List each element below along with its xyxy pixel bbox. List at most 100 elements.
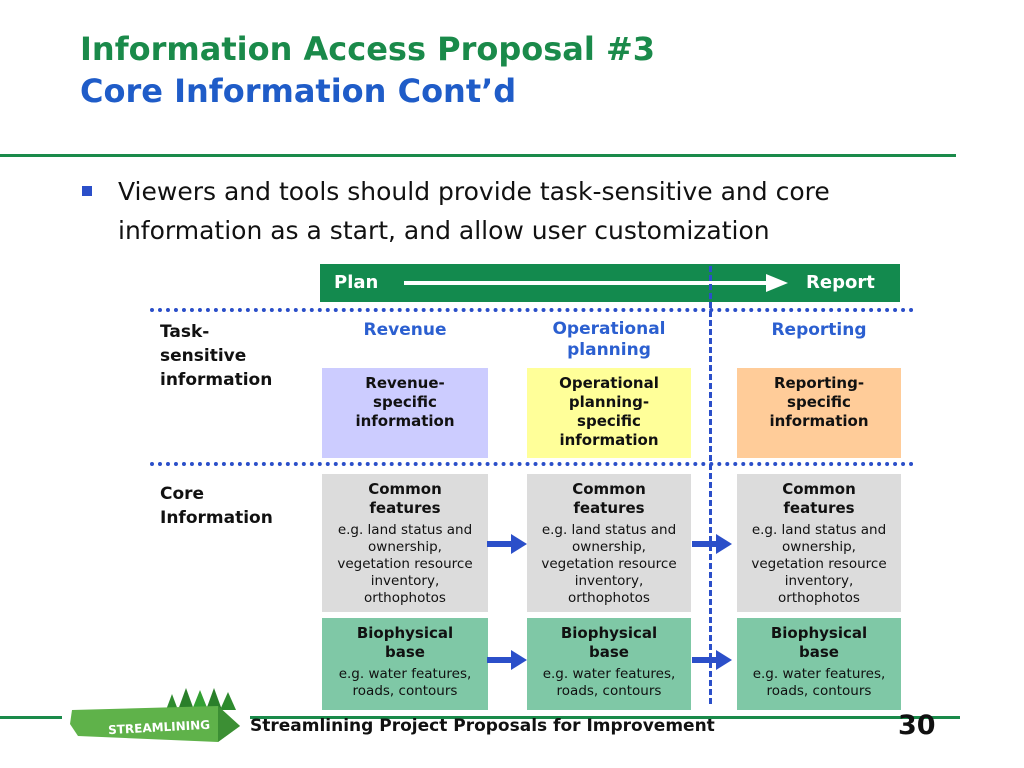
column-heading-revenue: Revenue bbox=[322, 320, 488, 341]
box-line: roads, contours bbox=[352, 683, 458, 699]
box-detail: e.g. water features,roads, contours bbox=[527, 666, 691, 700]
box-line: features bbox=[573, 499, 645, 517]
title-divider bbox=[0, 154, 956, 157]
logo-text: STREAMLINING bbox=[108, 718, 211, 737]
flow-end-label: Report bbox=[806, 272, 875, 293]
bullet-text: Viewers and tools should provide task-se… bbox=[118, 177, 830, 245]
task-box-reporting: Reporting- specific information bbox=[737, 368, 901, 458]
page-number: 30 bbox=[898, 710, 936, 741]
box-line: features bbox=[369, 499, 441, 517]
box-line: information bbox=[355, 412, 455, 430]
box-line: e.g. land status and bbox=[541, 522, 677, 538]
row-label-core: Core Information bbox=[160, 482, 273, 530]
box-line: inventory, bbox=[574, 573, 644, 589]
box-line: base bbox=[799, 643, 839, 661]
task-box-revenue: Revenue- specific information bbox=[322, 368, 488, 458]
row-separator-top bbox=[150, 308, 914, 312]
box-line: ownership, bbox=[368, 539, 442, 555]
box-line: vegetation resource bbox=[337, 556, 473, 572]
box-line: Common bbox=[572, 480, 646, 498]
box-line: specific bbox=[787, 393, 851, 411]
box-detail: e.g. water features,roads, contours bbox=[737, 666, 901, 700]
box-line: e.g. land status and bbox=[751, 522, 887, 538]
box-line: information bbox=[559, 431, 659, 449]
right-arrow-icon bbox=[692, 534, 732, 554]
row-separator-middle bbox=[150, 462, 914, 466]
task-box-text: Operational planning- specific informati… bbox=[527, 368, 691, 450]
box-detail: e.g. water features,roads, contours bbox=[322, 666, 488, 700]
row-label-line: sensitive bbox=[160, 346, 247, 366]
box-line: Revenue- bbox=[365, 374, 445, 392]
box-line: Reporting- bbox=[773, 374, 865, 392]
box-line: roads, contours bbox=[556, 683, 662, 699]
box-line: orthophotos bbox=[568, 590, 650, 606]
box-line: features bbox=[783, 499, 855, 517]
streamlining-logo: STREAMLINING bbox=[70, 688, 240, 742]
footer-divider-right bbox=[250, 716, 960, 719]
box-line: roads, contours bbox=[766, 683, 872, 699]
box-line: vegetation resource bbox=[751, 556, 887, 572]
flow-arrow-icon bbox=[404, 274, 788, 292]
right-arrow-icon bbox=[487, 650, 527, 670]
box-line: inventory, bbox=[370, 573, 440, 589]
box-line: vegetation resource bbox=[541, 556, 677, 572]
box-line: e.g. water features, bbox=[752, 666, 886, 682]
row-label-line: Core bbox=[160, 484, 205, 504]
task-box-text: Reporting- specific information bbox=[737, 368, 901, 431]
bullet-square-icon bbox=[82, 186, 92, 196]
box-line: e.g. land status and bbox=[337, 522, 473, 538]
box-line: e.g. water features, bbox=[542, 666, 676, 682]
row-label-line: Information bbox=[160, 508, 273, 528]
heading-line: Operational bbox=[552, 319, 666, 339]
column-heading-operational: Operational planning bbox=[527, 319, 691, 361]
plan-report-flow-bar: Plan Report bbox=[320, 264, 900, 302]
heading-line: planning bbox=[567, 340, 651, 360]
box-line: orthophotos bbox=[778, 590, 860, 606]
flow-start-label: Plan bbox=[334, 272, 379, 293]
box-line: ownership, bbox=[782, 539, 856, 555]
heading-line: Reporting bbox=[771, 320, 867, 340]
row-label-task-sensitive: Task- sensitive information bbox=[160, 320, 272, 392]
heading-line: Revenue bbox=[363, 320, 447, 340]
box-line: Biophysical bbox=[770, 624, 868, 642]
box-line: base bbox=[589, 643, 629, 661]
column-heading-reporting: Reporting bbox=[737, 320, 901, 341]
box-line: Common bbox=[368, 480, 442, 498]
slide-title: Information Access Proposal #3 bbox=[80, 30, 656, 68]
task-box-operational: Operational planning- specific informati… bbox=[527, 368, 691, 458]
row-label-line: Task- bbox=[160, 322, 210, 342]
right-arrow-icon bbox=[692, 650, 732, 670]
row-label-line: information bbox=[160, 370, 273, 390]
vertical-divider bbox=[709, 266, 712, 704]
box-line: inventory, bbox=[784, 573, 854, 589]
box-line: planning- bbox=[568, 393, 650, 411]
box-line: Common bbox=[782, 480, 856, 498]
box-line: orthophotos bbox=[364, 590, 446, 606]
box-line: ownership, bbox=[572, 539, 646, 555]
box-line: e.g. water features, bbox=[338, 666, 472, 682]
slide-subtitle: Core Information Cont’d bbox=[80, 72, 517, 110]
footer-text: Streamlining Project Proposals for Impro… bbox=[250, 716, 715, 736]
task-box-text: Revenue- specific information bbox=[322, 368, 488, 431]
box-line: information bbox=[769, 412, 869, 430]
box-line: base bbox=[385, 643, 425, 661]
box-line: Biophysical bbox=[560, 624, 658, 642]
box-line: specific bbox=[373, 393, 437, 411]
footer-divider-left bbox=[0, 716, 62, 719]
right-arrow-icon bbox=[487, 534, 527, 554]
box-line: specific bbox=[577, 412, 641, 430]
